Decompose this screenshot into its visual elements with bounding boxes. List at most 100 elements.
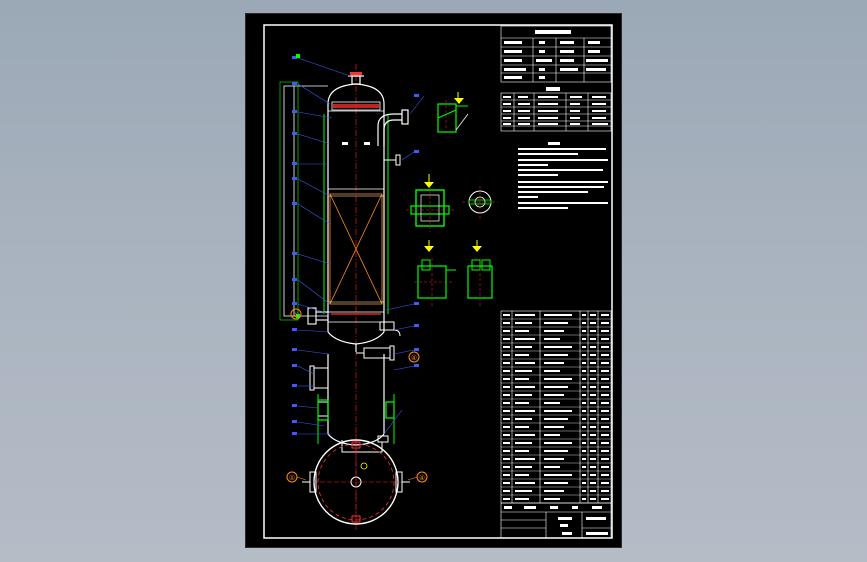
parts-list-cell-mark bbox=[582, 498, 586, 500]
parts-list-cell-mark bbox=[601, 378, 609, 380]
parts-list-cell-mark bbox=[515, 346, 532, 348]
callout-label: ① bbox=[289, 474, 295, 482]
parts-list-cell-mark bbox=[515, 362, 535, 364]
parts-list-cell-mark bbox=[582, 474, 586, 476]
parts-list-cell-mark bbox=[590, 490, 596, 492]
parts-list-cell-mark bbox=[582, 418, 586, 420]
parts-list-cell-mark bbox=[503, 426, 510, 428]
parts-list-cell-mark bbox=[601, 410, 609, 412]
parts-list-cell-mark bbox=[590, 338, 596, 340]
upper-nozzle-tick bbox=[342, 142, 370, 145]
parts-list-cell-mark bbox=[544, 362, 564, 364]
parts-list-cell-mark bbox=[503, 418, 510, 420]
parts-list-cell-mark bbox=[515, 378, 529, 380]
parts-list-cell-mark bbox=[544, 354, 568, 356]
parts-list-cell-mark bbox=[515, 370, 532, 372]
parts-list-cell-mark bbox=[590, 370, 596, 372]
parts-list-cell-mark bbox=[544, 322, 568, 324]
parts-list-cell-mark bbox=[590, 386, 596, 388]
top-nozzle-highlight bbox=[350, 72, 362, 75]
parts-list-cell-mark bbox=[590, 426, 596, 428]
parts-list-cell-mark bbox=[601, 466, 609, 468]
parts-list-cell-mark bbox=[582, 378, 586, 380]
left-green-ticks bbox=[296, 54, 300, 318]
parts-list-cell-mark bbox=[590, 442, 596, 444]
parts-list-cell-mark bbox=[503, 338, 510, 340]
parts-list-cell-mark bbox=[582, 426, 586, 428]
parts-list-cell-mark bbox=[601, 346, 609, 348]
parts-list-cell-mark bbox=[503, 402, 510, 404]
lower-manway bbox=[356, 345, 395, 361]
parts-list-rows bbox=[501, 314, 611, 500]
detail-view-bracket-right bbox=[467, 240, 493, 306]
parts-list-cell-mark bbox=[544, 314, 572, 316]
parts-list-cell-mark bbox=[503, 394, 510, 396]
parts-list-cell-mark bbox=[503, 498, 510, 500]
parts-list-cell-mark bbox=[601, 394, 609, 396]
parts-list-cell-mark bbox=[601, 450, 609, 452]
callout-right-mid: ④ bbox=[408, 351, 420, 363]
parts-list-cell-mark bbox=[582, 346, 586, 348]
external-riser-outline bbox=[279, 81, 299, 321]
parts-list-cell-mark bbox=[601, 458, 609, 460]
parts-list-cell-mark bbox=[515, 466, 532, 468]
callout-label: ④ bbox=[411, 354, 417, 362]
parts-list-cell-mark bbox=[582, 394, 586, 396]
parts-list-cell-mark bbox=[515, 330, 529, 332]
external-riser-pipe bbox=[283, 85, 328, 317]
parts-list-cell-mark bbox=[503, 362, 510, 364]
parts-list-cell-mark bbox=[590, 458, 596, 460]
parts-list-cell-mark bbox=[515, 474, 529, 476]
parts-list-cell-mark bbox=[601, 354, 609, 356]
parts-list-cell-mark bbox=[515, 482, 535, 484]
parts-list-cell-mark bbox=[544, 458, 564, 460]
column-top-head bbox=[327, 75, 385, 105]
drawing-sheet: ① ④ ① ④ bbox=[245, 13, 622, 548]
parts-list-cell-mark bbox=[601, 434, 609, 436]
parts-list-cell-mark bbox=[582, 322, 586, 324]
parts-list-cell-mark bbox=[503, 370, 510, 372]
parts-list-cell-mark bbox=[582, 330, 586, 332]
side-nozzle-right bbox=[384, 154, 401, 166]
parts-list-cell-mark bbox=[582, 434, 586, 436]
cad-drawing: ① ④ ① ④ bbox=[263, 24, 613, 539]
parts-list-cell-mark bbox=[503, 354, 510, 356]
leader-tick-marks bbox=[292, 56, 419, 435]
parts-list-cell-mark bbox=[582, 466, 586, 468]
parts-list-cell-mark bbox=[544, 346, 572, 348]
parts-list-cell-mark bbox=[515, 498, 529, 500]
parts-list-cell-mark bbox=[544, 330, 564, 332]
parts-list-cell-mark bbox=[515, 434, 535, 436]
nozzle-table-marks bbox=[503, 87, 608, 125]
parts-list-cell-mark bbox=[544, 394, 564, 396]
parts-list-cell-mark bbox=[515, 314, 535, 316]
detail-view-elbow bbox=[437, 92, 469, 134]
parts-list-cell-mark bbox=[582, 338, 586, 340]
parts-list-cell-mark bbox=[601, 322, 609, 324]
bottom-drain-pipe bbox=[341, 435, 389, 453]
parts-list-cell-mark bbox=[515, 458, 535, 460]
parts-list-cell-mark bbox=[590, 378, 596, 380]
parts-list-cell-mark bbox=[590, 314, 596, 316]
parts-list-cell-mark bbox=[582, 362, 586, 364]
upper-elbow-nozzle bbox=[377, 109, 409, 146]
technical-characteristics-table bbox=[500, 25, 612, 83]
parts-list-cell-mark bbox=[590, 362, 596, 364]
parts-list-cell-mark bbox=[590, 474, 596, 476]
parts-list-cell-mark bbox=[503, 322, 510, 324]
parts-list-cell-mark bbox=[590, 434, 596, 436]
parts-list-cell-mark bbox=[503, 434, 510, 436]
parts-list-cell-mark bbox=[515, 402, 529, 404]
parts-list-cell-mark bbox=[590, 418, 596, 420]
parts-list-cell-mark bbox=[590, 498, 596, 500]
callout-leaders bbox=[296, 476, 418, 481]
parts-list-cell-mark bbox=[544, 402, 560, 404]
parts-list-cell-mark bbox=[515, 450, 529, 452]
nozzle-table bbox=[500, 92, 612, 132]
parts-list-cell-mark bbox=[582, 410, 586, 412]
parts-list-cell-mark bbox=[590, 402, 596, 404]
parts-list-cell-mark bbox=[515, 386, 535, 388]
parts-list-cell-mark bbox=[503, 346, 510, 348]
parts-list-cell-mark bbox=[544, 426, 564, 428]
parts-list-cell-mark bbox=[503, 466, 510, 468]
